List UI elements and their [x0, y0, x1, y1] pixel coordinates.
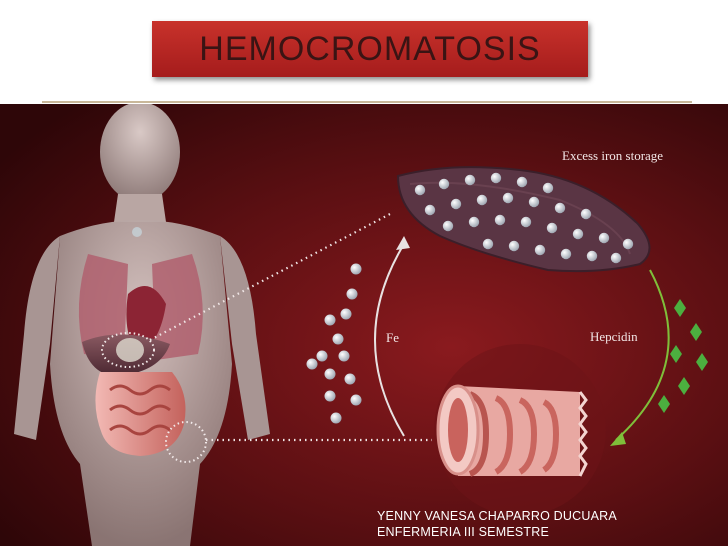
hepcidin-diamond	[690, 323, 702, 341]
iron-deposit	[494, 214, 506, 226]
iron-particle	[324, 390, 336, 402]
label-storage: Excess iron storage	[562, 148, 663, 163]
iron-absorption-arrow	[374, 243, 405, 437]
iron-deposit	[528, 196, 540, 208]
iron-deposit	[516, 176, 528, 188]
page-title: HEMOCROMATOSIS	[199, 29, 541, 68]
iron-particle	[306, 358, 318, 370]
iron-deposit	[586, 250, 598, 262]
intestine-icon	[95, 372, 207, 463]
hepcidin-diamond	[678, 377, 690, 395]
iron-deposit	[546, 222, 558, 234]
iron-deposit	[598, 232, 610, 244]
iron-deposit	[490, 172, 502, 184]
author-course: ENFERMERIA III SEMESTRE	[377, 525, 549, 539]
title-banner: HEMOCROMATOSIS	[152, 21, 588, 77]
iron-arrow-head	[396, 236, 410, 250]
iron-particle	[344, 373, 356, 385]
iron-deposit	[622, 238, 634, 250]
iron-particle-icon	[306, 263, 362, 424]
iron-particle	[324, 368, 336, 380]
hepcidin-arrow	[615, 269, 670, 441]
iron-particle	[316, 350, 328, 362]
author-name: YENNY VANESA CHAPARRO DUCUARA	[377, 509, 617, 523]
iron-deposit	[542, 182, 554, 194]
illustration-canvas: Excess iron storage Fe Hepcidin	[0, 104, 728, 546]
iron-particle	[340, 308, 352, 320]
hepcidin-diamond	[658, 395, 670, 413]
iron-deposit	[554, 202, 566, 214]
hepcidin-diamond-icon	[658, 299, 708, 413]
iron-particle	[346, 288, 358, 300]
iron-particle	[350, 263, 362, 275]
hepcidin-diamond	[670, 345, 682, 363]
iron-deposit	[610, 252, 622, 264]
label-hepcidin: Hepcidin	[590, 329, 638, 344]
iron-deposit	[468, 216, 480, 228]
hepcidin-arrow-head	[610, 432, 626, 446]
iron-particle	[324, 314, 336, 326]
hepcidin-diamond	[674, 299, 686, 317]
liver-connector	[149, 213, 391, 341]
iron-deposit	[482, 238, 494, 250]
hemochromatosis-illustration: Excess iron storage Fe Hepcidin	[0, 104, 728, 546]
iron-deposit	[424, 204, 436, 216]
iron-deposit	[580, 208, 592, 220]
iron-deposit	[464, 174, 476, 186]
iron-deposit	[502, 192, 514, 204]
iron-particle	[338, 350, 350, 362]
author-block: YENNY VANESA CHAPARRO DUCUARA ENFERMERIA…	[377, 508, 617, 540]
liver-iron-deposits	[414, 172, 634, 264]
iron-deposit	[442, 220, 454, 232]
iron-deposit	[560, 248, 572, 260]
iron-particle	[330, 412, 342, 424]
iron-deposit	[450, 198, 462, 210]
iron-deposit	[520, 216, 532, 228]
iron-deposit	[572, 228, 584, 240]
liver-icon	[82, 332, 170, 376]
title-divider	[42, 101, 692, 103]
hepcidin-diamond	[696, 353, 708, 371]
iron-deposit	[414, 184, 426, 196]
iron-particle	[332, 333, 344, 345]
iron-deposit	[508, 240, 520, 252]
label-iron: Fe	[386, 330, 399, 345]
iron-deposit	[534, 244, 546, 256]
iron-particle	[350, 394, 362, 406]
intestine-tube	[434, 344, 606, 516]
iron-deposit	[438, 178, 450, 190]
iron-deposit	[476, 194, 488, 206]
